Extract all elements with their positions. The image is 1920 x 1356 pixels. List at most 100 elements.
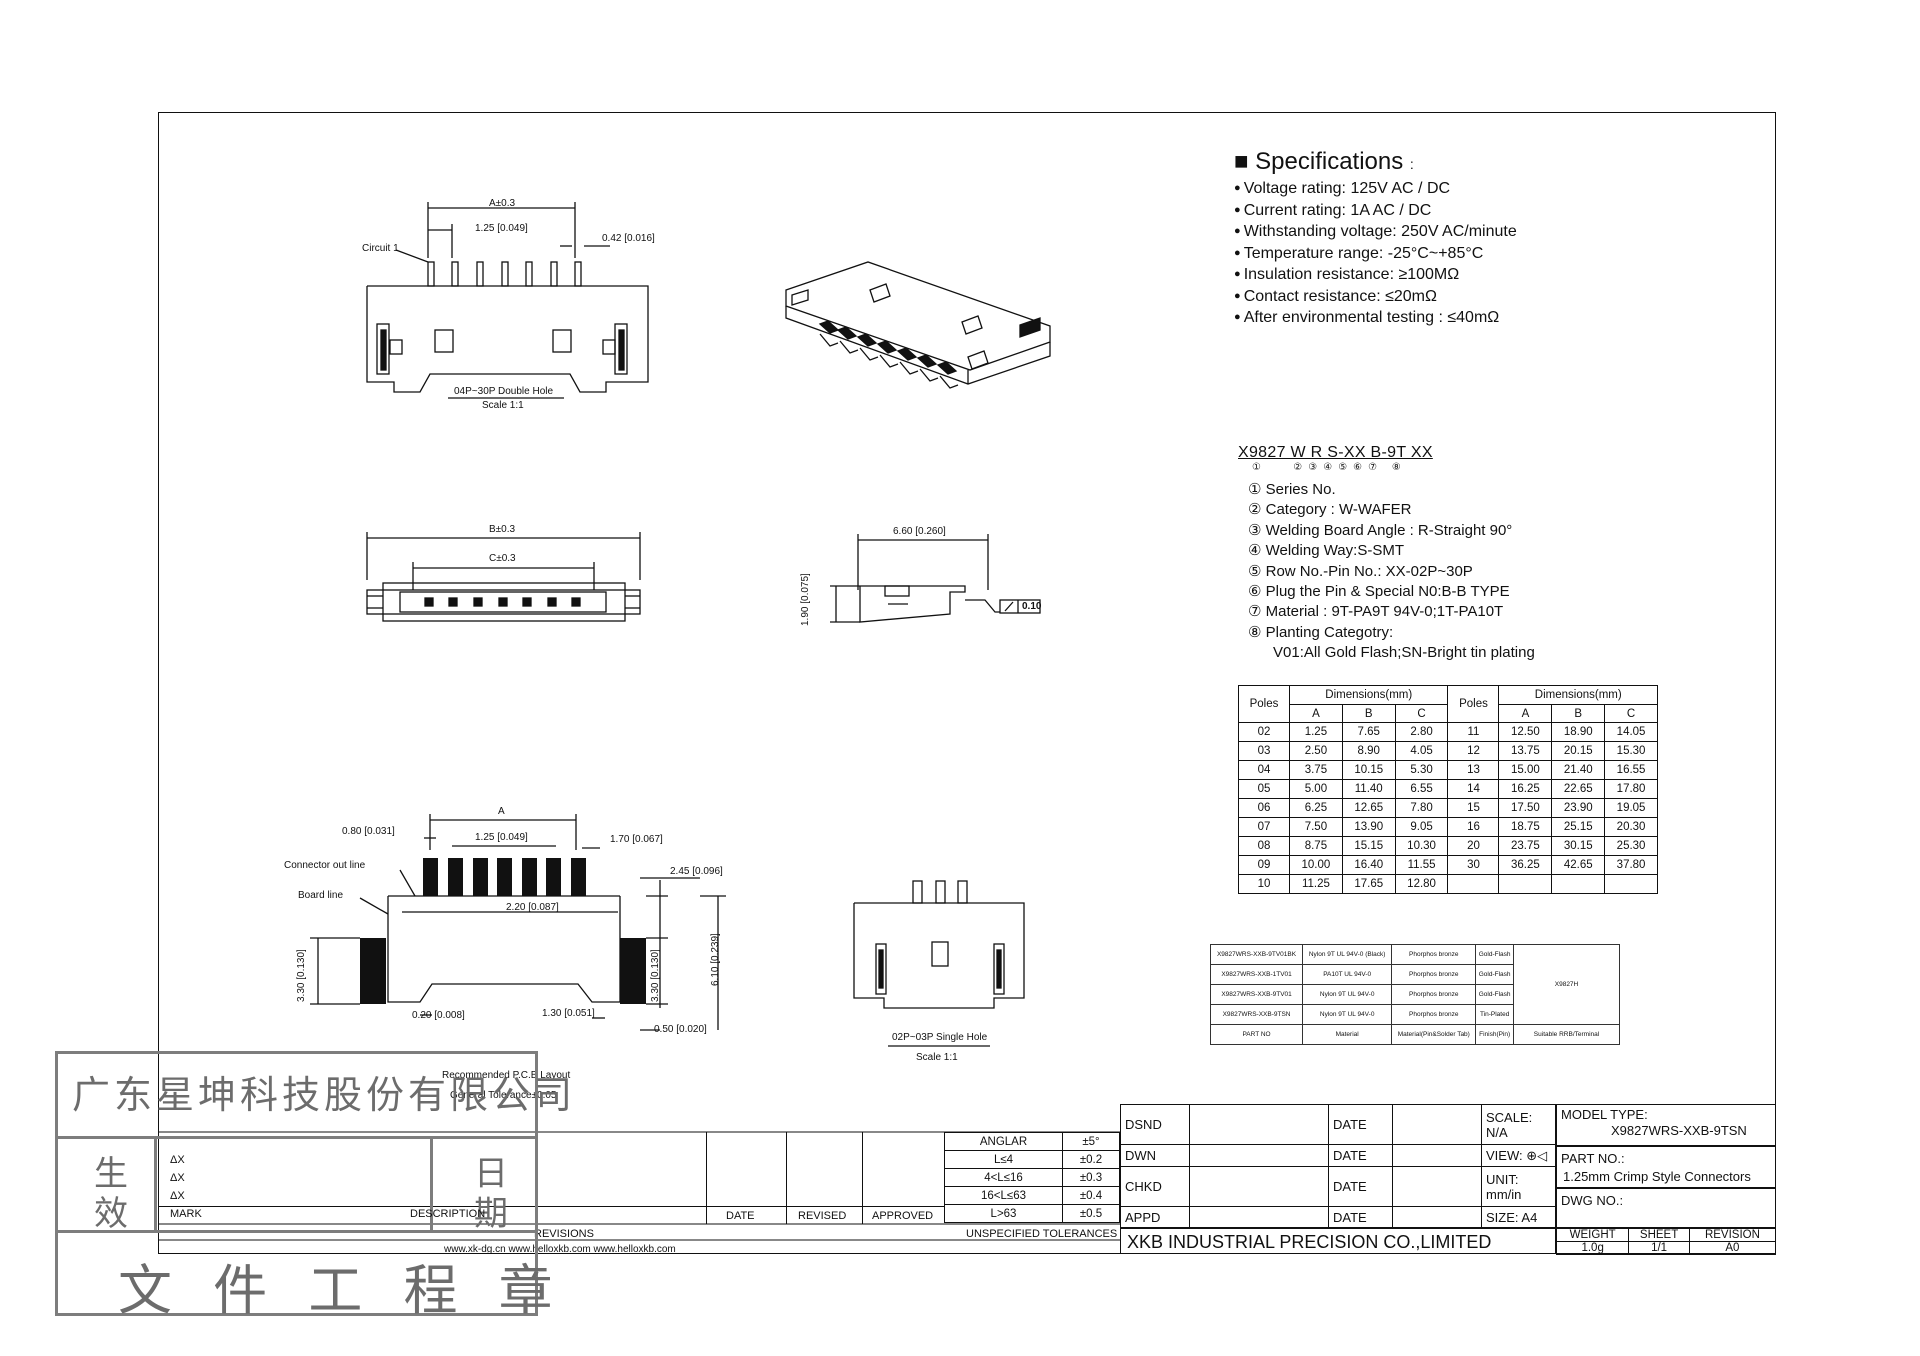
- tolerance-row: ANGLAR±5°: [943, 1132, 1120, 1151]
- revisions-label: REVISIONS: [534, 1228, 594, 1240]
- material-cell: Phorphos bronze: [1391, 984, 1477, 1005]
- stamp-effective-1: 生: [94, 1154, 128, 1194]
- pcb-caption: Recommended P.C.B Layout: [442, 1070, 571, 1081]
- single-hole-view-drawing: [853, 880, 1025, 1047]
- table-cell: 11.25: [1289, 874, 1343, 894]
- legend-item: ① Series No.: [1248, 481, 1336, 498]
- specifications-title: ■ Specifications :: [1234, 148, 1414, 175]
- table-cell: 15.30: [1604, 741, 1658, 761]
- table-cell: 17.65: [1341, 874, 1396, 894]
- material-cell: Phorphos bronze: [1391, 1004, 1477, 1025]
- appd-value[interactable]: [1189, 1206, 1329, 1228]
- top-view-drawing: [366, 202, 649, 399]
- table-cell: 1.25: [1289, 722, 1343, 742]
- tolerance-cell: 4<L≤16: [943, 1168, 1064, 1187]
- table-cell: 10: [1238, 874, 1290, 894]
- table-cell: 19.05: [1604, 798, 1658, 818]
- tolerance-cell: L>63: [943, 1204, 1064, 1223]
- mark-row: ΔX: [170, 1154, 185, 1166]
- tolerance-cell: L≤4: [943, 1150, 1064, 1169]
- model-cell: MODEL TYPE: X9827WRS-XXB-9TSN: [1556, 1104, 1776, 1146]
- table-cell: 15.15: [1341, 836, 1396, 856]
- table-cell: 04: [1238, 760, 1290, 780]
- top-pitch: 1.25 [0.049]: [475, 223, 528, 234]
- col-b: B: [1551, 704, 1606, 723]
- tolerance-cell: ANGLAR: [943, 1132, 1064, 1151]
- table-cell: 12: [1447, 741, 1500, 761]
- dwn-value[interactable]: [1189, 1144, 1329, 1168]
- tolerance-cell: ±0.2: [1062, 1150, 1120, 1169]
- legend-item: ③ Welding Board Angle : R-Straight 90°: [1248, 521, 1513, 539]
- legend-item: ⑥ Plug the Pin & Special N0:B-B TYPE: [1248, 583, 1510, 601]
- table-cell: 12.80: [1394, 874, 1449, 894]
- col-c: C: [1394, 704, 1449, 723]
- chkd-date[interactable]: [1392, 1166, 1482, 1208]
- side-height: 1.90 [0.075]: [800, 573, 811, 626]
- weight-label: WEIGHT: [1555, 1228, 1630, 1242]
- appd-date[interactable]: [1392, 1206, 1482, 1228]
- revision-value: A0: [1688, 1241, 1777, 1255]
- side-width: 6.60 [0.260]: [893, 526, 946, 537]
- spec-item: Temperature range: -25°C~+85°C: [1234, 243, 1517, 265]
- spec-item: Voltage rating: 125V AC / DC: [1234, 178, 1517, 200]
- dims-header: Dimensions(mm): [1498, 685, 1658, 705]
- engineering-stamp: 广东星坤科技股份有限公司 生 效 日 期 文 件 工 程 章: [55, 1051, 572, 1322]
- col-b: B: [1341, 704, 1396, 723]
- scale-label: SCALE: N/A: [1481, 1103, 1556, 1146]
- table-cell: 06: [1238, 798, 1290, 818]
- stamp-date-1: 日: [474, 1154, 508, 1194]
- table-cell: 09: [1238, 855, 1290, 875]
- dims-header: Dimensions(mm): [1288, 685, 1449, 705]
- legend-item: ⑤ Row No.-Pin No.: XX-02P~30P: [1248, 562, 1473, 580]
- col-c: C: [1604, 704, 1658, 723]
- title-block-right: MODEL TYPE: X9827WRS-XXB-9TSN PART NO.: …: [1555, 1104, 1777, 1255]
- pcb-pitch: 1.25 [0.049]: [475, 832, 528, 843]
- drawing-frame: [158, 112, 1776, 1254]
- dsnd-label: DSND: [1120, 1103, 1190, 1146]
- size-label: SIZE: A4: [1481, 1206, 1556, 1228]
- dsnd-date[interactable]: [1392, 1103, 1482, 1146]
- projection-symbol-icon: ⊕◁: [1522, 1147, 1548, 1163]
- material-cell: X9827WRS-XXB-9TV01BK: [1209, 944, 1304, 965]
- table-cell: 14.05: [1604, 722, 1658, 742]
- chkd-value[interactable]: [1189, 1166, 1329, 1208]
- table-cell: 25.15: [1551, 817, 1606, 837]
- table-cell: [1447, 874, 1500, 894]
- dwn-date[interactable]: [1392, 1144, 1482, 1168]
- material-footer-cell: Material: [1302, 1024, 1393, 1045]
- material-cell: Gold-Flash: [1475, 944, 1514, 965]
- pcb-dim-a: A: [498, 806, 505, 817]
- table-cell: 5.30: [1394, 760, 1449, 780]
- specifications-list: Voltage rating: 125V AC / DC Current rat…: [1234, 178, 1517, 329]
- material-cell: Nylon 9T UL 94V-0: [1302, 984, 1393, 1005]
- table-cell: 4.05: [1394, 741, 1449, 761]
- dsnd-value[interactable]: [1189, 1103, 1329, 1146]
- bottom-dim-c: C±0.3: [489, 553, 516, 564]
- table-cell: 16.55: [1604, 760, 1658, 780]
- table-cell: 10.30: [1394, 836, 1449, 856]
- date-label: DATE: [1328, 1144, 1393, 1168]
- title-block-signoffs: DSND DATE SCALE: N/A DWN DATE VIEW: ⊕◁ C…: [1120, 1103, 1556, 1228]
- description-header: DESCRIPTION: [410, 1208, 486, 1220]
- board-line-label: Board line: [298, 890, 344, 901]
- material-footer-cell: PART NO: [1209, 1024, 1304, 1045]
- top-dim-a: A±0.3: [489, 198, 516, 209]
- spec-item: Insulation resistance: ≥100MΩ: [1234, 264, 1517, 286]
- table-cell: 42.65: [1551, 855, 1606, 875]
- date-label: DATE: [1328, 1166, 1393, 1208]
- pcb-offset: 0.80 [0.031]: [342, 826, 395, 837]
- stamp-company: 广东星坤科技股份有限公司: [72, 1073, 577, 1117]
- tolerance-cell: ±5°: [1062, 1132, 1120, 1151]
- table-cell: 16.40: [1341, 855, 1396, 875]
- table-cell: 30: [1447, 855, 1500, 875]
- table-cell: 36.25: [1498, 855, 1553, 875]
- view-label: VIEW:: [1486, 1147, 1523, 1163]
- table-cell: 12.50: [1498, 722, 1553, 742]
